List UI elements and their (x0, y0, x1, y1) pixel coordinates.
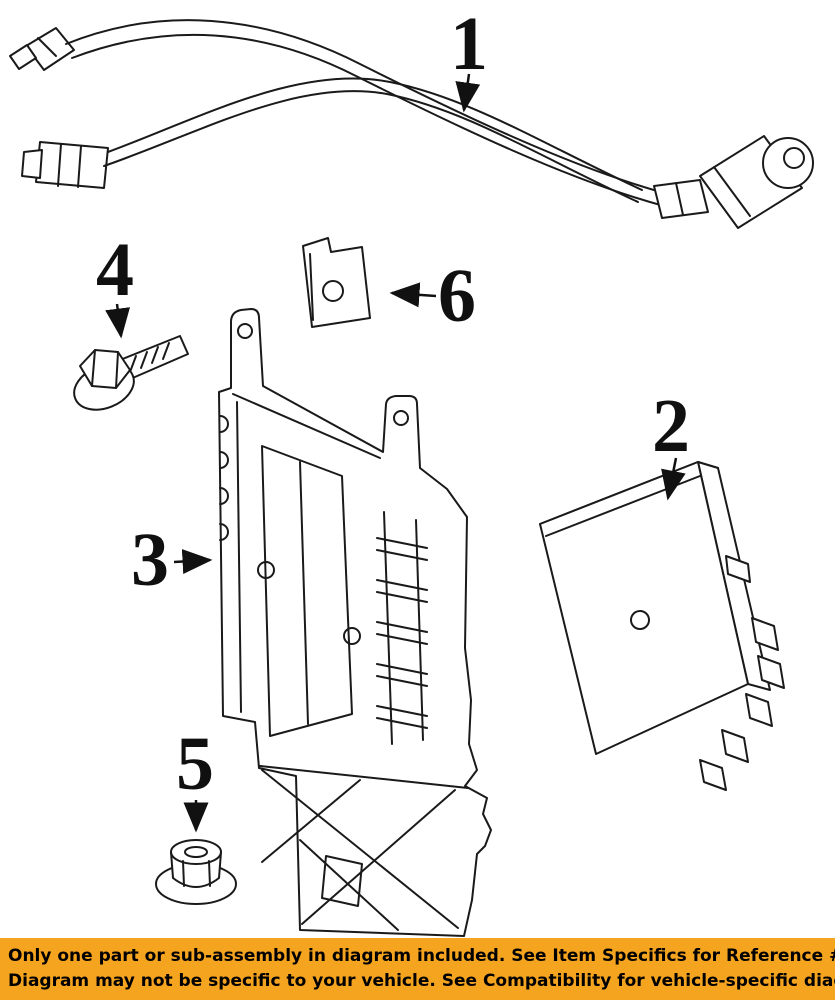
disclaimer-line-2: Diagram may not be specific to your vehi… (8, 971, 835, 991)
callout-arrows (105, 73, 686, 833)
control-module-drawing (539, 461, 785, 791)
diagram-canvas (9, 19, 814, 937)
callout-arrow-1 (455, 73, 481, 113)
callout-arrow-3 (173, 549, 213, 575)
bracket-clip-drawing (302, 237, 371, 328)
callout-3-label: 3 (131, 518, 169, 602)
callout-2-label: 2 (652, 384, 690, 468)
wiring-harness-drawing (9, 19, 814, 229)
callout-1-label: 1 (450, 2, 488, 86)
bolt-drawing (73, 335, 189, 411)
callout-5-label: 5 (176, 722, 214, 806)
callout-arrow-2 (661, 457, 686, 501)
disclaimer-banner: Only one part or sub-assembly in diagram… (0, 938, 835, 1000)
disclaimer-line-1: Only one part or sub-assembly in diagram… (8, 946, 835, 966)
mounting-bracket-drawing (218, 308, 492, 937)
callout-6-label: 6 (438, 254, 476, 338)
callout-arrow-6 (389, 282, 437, 308)
callout-arrow-4 (105, 303, 130, 339)
callout-4-label: 4 (96, 228, 134, 312)
nut-drawing (155, 839, 237, 905)
